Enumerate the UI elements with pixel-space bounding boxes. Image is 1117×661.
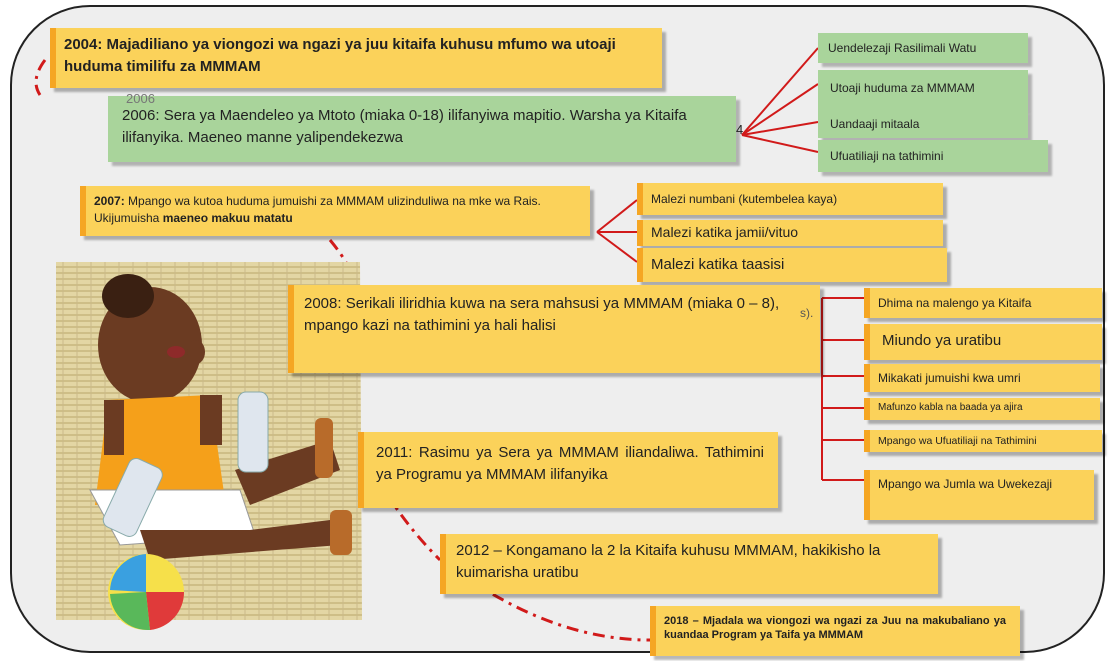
event-2008: 2008: Serikali iliridhia kuwa na sera ma…: [288, 285, 820, 373]
area-2006-3: Uandaaji mitaala: [818, 110, 1028, 138]
area-2006-1: Uendelezaji Rasilimali Watu: [818, 33, 1028, 63]
event-2018: 2018 – Mjadala wa viongozi wa ngazi za J…: [650, 606, 1020, 656]
area-2008-5: Mpango wa Ufuatiliaji na Tathimini: [864, 430, 1102, 452]
event-2006-text: 2006: Sera ya Maendeleo ya Mtoto (miaka …: [122, 107, 687, 146]
area-2008-3-label: Mikakati jumuishi kwa umri: [878, 371, 1021, 385]
connector-2007: [596, 199, 638, 263]
event-2012: 2012 – Kongamano la 2 la Kitaifa kuhusu …: [440, 534, 938, 594]
area-2006-4: Ufuatiliaji na tathimini: [818, 140, 1048, 172]
fragment-four: 4: [736, 122, 744, 137]
event-2018-text: 2018 – Mjadala wa viongozi wa ngazi za J…: [664, 615, 1006, 641]
area-2007-1-label: Malezi numbani (kutembelea kaya): [651, 192, 838, 206]
event-2008-text: 2008: Serikali iliridhia kuwa na sera ma…: [304, 295, 780, 334]
area-2008-5-label: Mpango wa Ufuatiliaji na Tathimini: [878, 435, 1037, 447]
area-2008-6-label: Mpango wa Jumla wa Uwekezaji: [878, 477, 1053, 491]
area-2008-2: Miundo ya uratibu: [864, 324, 1102, 360]
event-2007-year: 2007:: [94, 194, 125, 208]
area-2007-2: Malezi katika jamii/vituo: [637, 220, 943, 246]
event-2007: 2007: Mpango wa kutoa huduma jumuishi za…: [80, 186, 590, 236]
connector-2006: [741, 47, 819, 153]
area-2007-3: Malezi katika taasisi: [637, 248, 947, 282]
event-2007-text: Mpango wa kutoa huduma jumuishi za MMMAM…: [94, 194, 541, 225]
area-2006-3-label: Uandaaji mitaala: [830, 117, 920, 131]
baby-illustration: [89, 274, 352, 631]
area-2008-2-label: Miundo ya uratibu: [882, 332, 1002, 349]
event-2006-behind-label: 2006: [126, 91, 155, 106]
area-2006-2: Utoaji huduma za MMMAM: [818, 70, 1028, 110]
event-2011: 2011: Rasimu ya Sera ya MMMAM iliandaliw…: [358, 432, 778, 508]
area-2007-1: Malezi numbani (kutembelea kaya): [637, 183, 943, 215]
connector-2008: [821, 297, 864, 481]
area-2008-6: Mpango wa Jumla wa Uwekezaji: [864, 470, 1094, 520]
event-2006: 2006 2006: Sera ya Maendeleo ya Mtoto (m…: [108, 91, 736, 162]
area-2006-4-label: Ufuatiliaji na tathimini: [830, 149, 944, 163]
area-2007-3-label: Malezi katika taasisi: [651, 256, 785, 273]
area-2008-4: Mafunzo kabla na baada ya ajira: [864, 398, 1100, 420]
area-2008-4-label: Mafunzo kabla na baada ya ajira: [878, 402, 1023, 413]
event-2011-text: 2011: Rasimu ya Sera ya MMMAM iliandaliw…: [376, 444, 764, 483]
event-2004-text: Majadiliano ya viongozi wa ngazi ya juu …: [64, 36, 616, 75]
event-2004: 2004: Majadiliano ya viongozi wa ngazi y…: [50, 28, 662, 88]
event-2004-year: 2004:: [64, 36, 103, 53]
area-2007-2-label: Malezi katika jamii/vituo: [651, 224, 799, 240]
event-2007-emph: maeneo makuu matatu: [162, 211, 293, 225]
area-2008-3: Mikakati jumuishi kwa umri: [864, 364, 1100, 392]
area-2008-1-label: Dhima na malengo ya Kitaifa: [878, 296, 1032, 310]
fragment-s-paren: s).: [800, 306, 814, 320]
area-2006-1-label: Uendelezaji Rasilimali Watu: [828, 41, 977, 55]
area-2008-1: Dhima na malengo ya Kitaifa: [864, 288, 1102, 318]
area-2006-2-label: Utoaji huduma za MMMAM: [830, 81, 975, 95]
event-2012-text: 2012 – Kongamano la 2 la Kitaifa kuhusu …: [456, 542, 881, 581]
